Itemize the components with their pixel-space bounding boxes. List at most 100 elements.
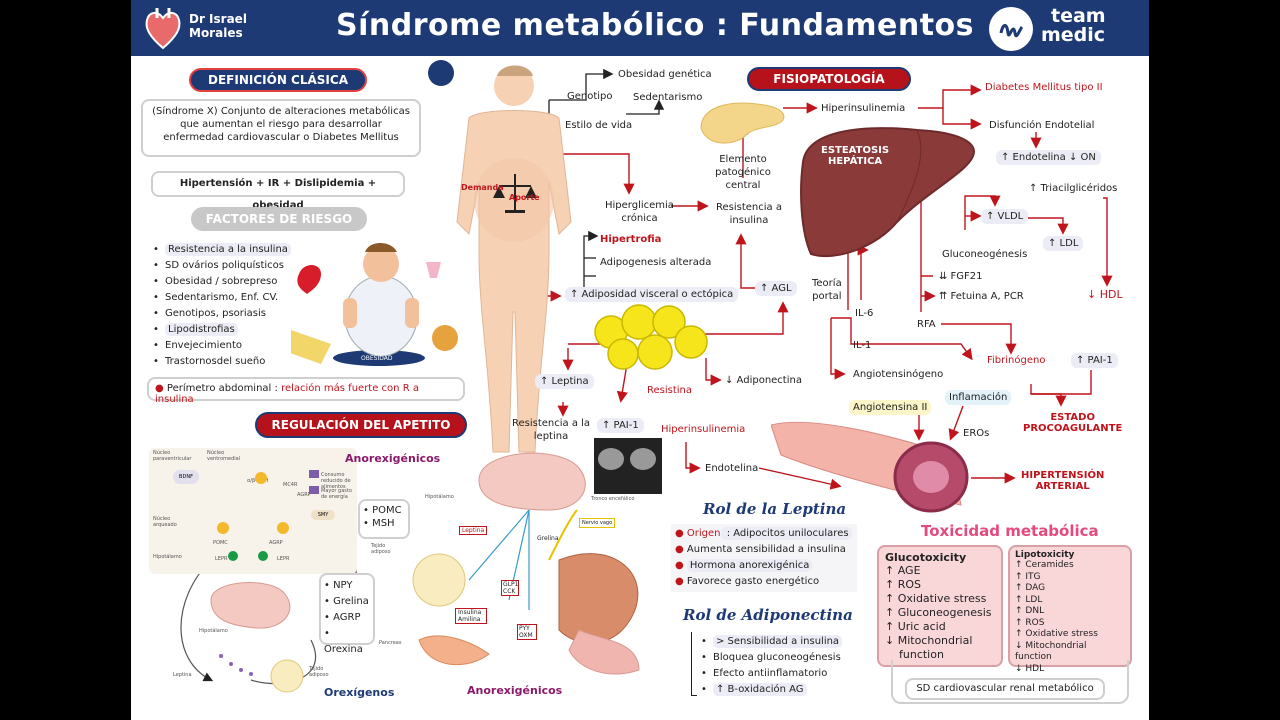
rol-adiponectina-list: > Sensibilidad a insulina Bloquea glucon…	[699, 634, 859, 698]
page-title: Síndrome metabólico : Fundamentos	[336, 8, 975, 43]
hipertrofia-label: Hipertrofia	[600, 234, 662, 245]
anorex-item: • POMC	[363, 505, 402, 516]
tejido-small-label: Tejido adiposo	[309, 666, 329, 678]
obese-person-illustration: OBESIDAD	[291, 243, 458, 366]
tronco-label: Tronco encefálico	[591, 496, 635, 502]
definicion-box: (Síndrome X) Conjunto de alteraciones me…	[141, 99, 421, 157]
factor-item: Obesidad / sobrepreso	[151, 274, 301, 290]
human-body-illustration	[456, 65, 572, 453]
criteria-box: Hipertensión + IR + Dislipidemia + obesi…	[151, 171, 405, 211]
adiponectina-item: ↑ B-oxidación AG	[699, 682, 859, 698]
header-bar	[131, 0, 1149, 56]
definicion-text-2: que aumentan el riesgo para desarrollar	[180, 119, 382, 130]
adipocytes-illustration	[594, 304, 708, 370]
adiponectina-item: Bloquea gluconeogénesis	[699, 650, 859, 666]
insulina-amilina-label: Insulina Amilina	[455, 608, 487, 624]
genotipo-label: Genotipo	[567, 91, 613, 102]
pyy-label: PYY OXM	[517, 624, 537, 640]
leptina-tag: ↑ Leptina	[535, 374, 594, 389]
endotelina-label: Endotelina	[705, 463, 759, 474]
artery-illustration	[771, 421, 969, 513]
adiponectina-item: Efecto antiinflamatorio	[699, 666, 859, 682]
pai1-left-tag: ↑ PAI-1	[597, 418, 644, 433]
demanda-label: Demanda	[461, 183, 504, 192]
rol-adiponectina-heading: Rol de Adiponectina	[683, 606, 853, 624]
fgf21-label: ⇊ FGF21	[939, 271, 983, 282]
factor-item: Envejecimiento	[151, 338, 301, 354]
glp1-label: GLP1 CCK	[501, 580, 519, 596]
toxicidad-heading: Toxicidad metabólica	[921, 522, 1099, 540]
lipotoxicity-box: Lipotoxicity ↑ Ceramides ↑ ITG ↑ DAG ↑ L…	[1008, 545, 1132, 674]
heart-icon	[145, 8, 181, 50]
glucotoxicity-box: Glucotoxicity ↑ AGE ↑ ROS ↑ Oxidative st…	[877, 545, 1003, 667]
anorexigenicos-list: • POMC • MSH	[358, 499, 410, 539]
factores-heading: FACTORES DE RIESGO	[191, 207, 367, 231]
factores-list: Resistencia a la insulina SD ovários pol…	[151, 242, 301, 370]
il6-label: IL-6	[855, 308, 874, 319]
pancreas-illustration	[700, 102, 785, 144]
definicion-text-1: (Síndrome X) Conjunto de alteraciones me…	[152, 106, 410, 117]
fetuina-label: ⇈ Fetuina A, PCR	[939, 291, 1024, 302]
anorexigenicos-bottom-label: Anorexigénicos	[467, 684, 563, 697]
adiposidad-tag: ↑ Adiposidad visceral o ectópica	[565, 287, 739, 302]
factor-item: Lipodistrofias	[151, 322, 301, 338]
sedentarismo-label: Sedentarismo	[633, 92, 703, 103]
aporte-label: Aporte	[509, 193, 540, 202]
pai1-right-tag: ↑ PAI-1	[1071, 353, 1118, 368]
hdl-label: ↓ HDL	[1087, 288, 1123, 301]
trigliceridos-label: ↑ Triacilglicéridos	[1029, 183, 1118, 194]
factor-item: SD ovários poliquísticos	[151, 258, 301, 274]
obesidad-genetica-label: Obesidad genética	[618, 69, 712, 80]
endotelina-on-tag: ↑ Endotelina ↓ ON	[996, 150, 1101, 165]
perimetro-box: ● Perímetro abdominal : relación más fue…	[147, 377, 465, 405]
hiperinsulinemia-label: Hiperinsulinemia	[821, 103, 906, 114]
angiotensina-tag: Angiotensina II	[849, 400, 932, 415]
hypothalamus-diagram: Núcleo paraventricular Núcleo ventromedi…	[149, 448, 357, 574]
leptina-box-label: Leptina	[459, 526, 488, 535]
hipotalamo-label: Hipotálamo	[199, 628, 228, 634]
adipogenesis-label: Adipogenesis alterada	[600, 257, 712, 268]
fibrinogeno-label: Fibrinógeno	[987, 355, 1046, 366]
hiperinsulinemia-2-label: Hiperinsulinemia	[661, 424, 746, 435]
teammedic-logo-icon	[989, 7, 1033, 51]
disfuncion-endotelial-label: Disfunción Endotelial	[989, 120, 1095, 131]
anorexigenicos-top-label: Anorexigénicos	[345, 452, 441, 465]
hipotalamo-gut-label: Hipotálamo	[425, 494, 454, 500]
bracket	[691, 632, 697, 696]
orexigenos-list: • NPY • Grelina • AGRP • Orexina	[319, 573, 375, 655]
grelina-small-label: Grelina	[537, 535, 559, 542]
toxicidad-bracket	[891, 660, 1129, 704]
nervio-vago-label: Nervio vago	[579, 518, 616, 528]
agl-tag: ↑ AGL	[755, 281, 797, 296]
rol-leptina-list: ● Origen : Adipocitos uniloculares ● Aum…	[671, 524, 857, 592]
rfa-label: RFA	[917, 319, 936, 330]
factor-item: Sedentarismo, Enf. CV.	[151, 290, 301, 306]
eros-label: EROs	[963, 428, 990, 439]
ldl-tag: ↑ LDL	[1043, 236, 1084, 251]
angiotensinogeno-label: Angiotensinógeno	[853, 369, 944, 380]
factor-item: Genotipos, psoriasis	[151, 306, 301, 322]
estilo-vida-label: Estilo de vida	[565, 120, 633, 131]
leptina-small-label: Leptina	[173, 672, 192, 678]
definicion-text-3: enfermedad cardiovascular o Diabetes Mel…	[163, 132, 399, 143]
sd-cardiovascular-box: SD cardiovascular renal metabólico	[905, 678, 1105, 700]
svg-text:OBESIDAD: OBESIDAD	[361, 355, 393, 362]
pancreas-label: Pancreas	[379, 640, 402, 646]
anorex-item: • MSH	[363, 518, 395, 529]
tejido-adiposo-label: Tejido adiposo	[371, 543, 391, 555]
liver-illustration	[800, 127, 975, 258]
factor-item: Resistencia a la insulina	[151, 242, 301, 258]
rol-leptina-heading: Rol de la Leptina	[703, 500, 847, 518]
gluconeogenesis-label: Gluconeogénesis	[942, 249, 1028, 260]
resistina-label: Resistina	[647, 385, 693, 396]
inflamacion-tag: Inflamación	[945, 390, 1012, 405]
